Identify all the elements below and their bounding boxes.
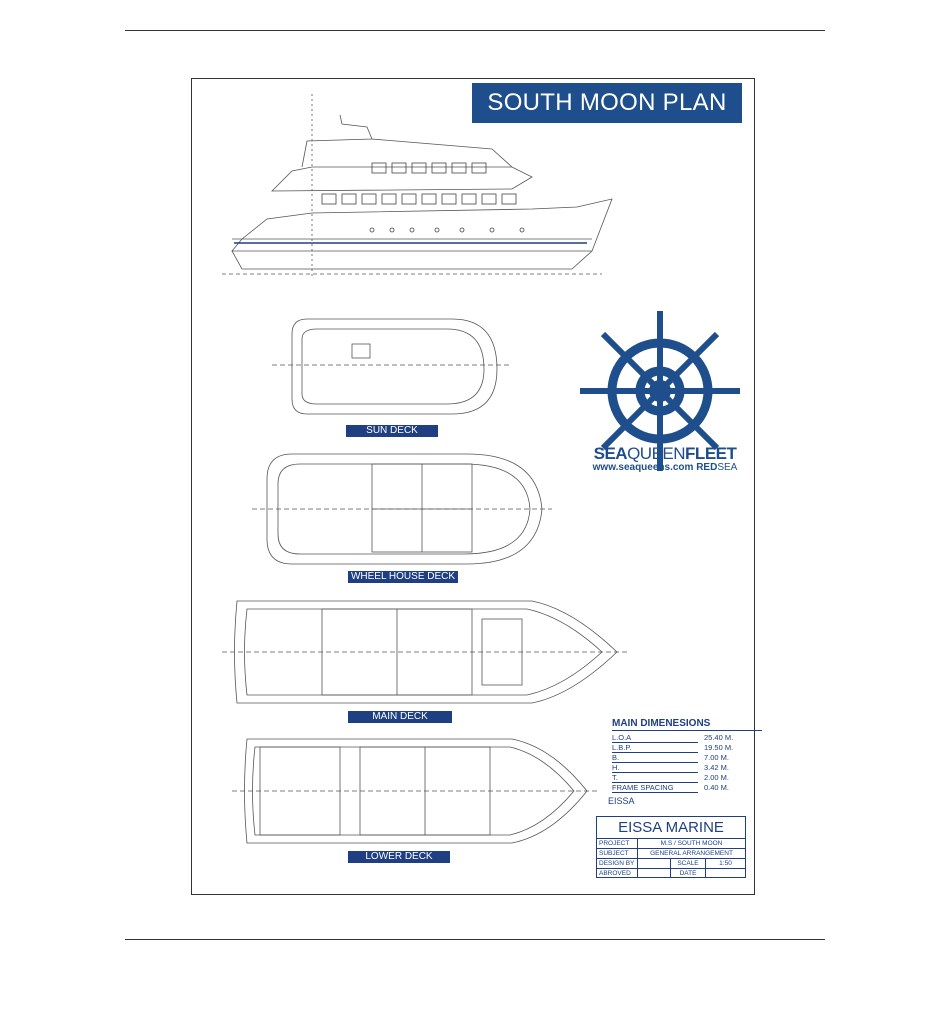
wheel-house-deck-label: WHEEL HOUSE DECK <box>348 571 458 583</box>
dimension-row: T.2.00 M. <box>612 773 730 783</box>
plan-title: SOUTH MOON PLAN <box>472 83 742 123</box>
dimension-row: H.3.42 M. <box>612 763 730 773</box>
company-name: EISSA MARINE <box>597 817 745 839</box>
logo-name-sea: SEA <box>593 444 628 463</box>
plan-drawing <box>222 94 627 844</box>
logo-name-queen: QUEEN <box>627 444 686 463</box>
bottom-divider <box>125 939 825 940</box>
lower-deck-plan <box>232 738 597 844</box>
logo-url: www.seaqueens.com <box>592 462 697 473</box>
sun-deck-plan <box>272 318 512 415</box>
main-deck-label: MAIN DECK <box>348 711 452 723</box>
main-dimensions-header: MAIN DIMENESIONS <box>612 718 762 731</box>
dimension-row: B.7.00 M. <box>612 753 730 763</box>
side-profile <box>222 94 613 279</box>
dimension-row: L.B.P.19.50 M. <box>612 743 734 753</box>
logo-name-fleet: FLEET <box>685 444 737 463</box>
logo-url-sea: SEA <box>717 462 738 473</box>
ship-wheel-icon <box>580 311 740 471</box>
designer-note: EISSA <box>608 796 635 806</box>
main-deck-plan <box>222 600 627 704</box>
sun-deck-label: SUN DECK <box>346 425 438 437</box>
sea-queen-fleet-logo: SEAQUEENFLEET www.seaqueens.com REDSEA <box>590 444 740 473</box>
boat-plan-sheet: SOUTH MOON PLAN <box>191 78 762 895</box>
logo-url-red: RED <box>696 462 718 473</box>
top-divider <box>125 30 825 31</box>
wheel-house-deck-plan <box>252 453 552 565</box>
lower-deck-label: LOWER DECK <box>348 851 450 863</box>
